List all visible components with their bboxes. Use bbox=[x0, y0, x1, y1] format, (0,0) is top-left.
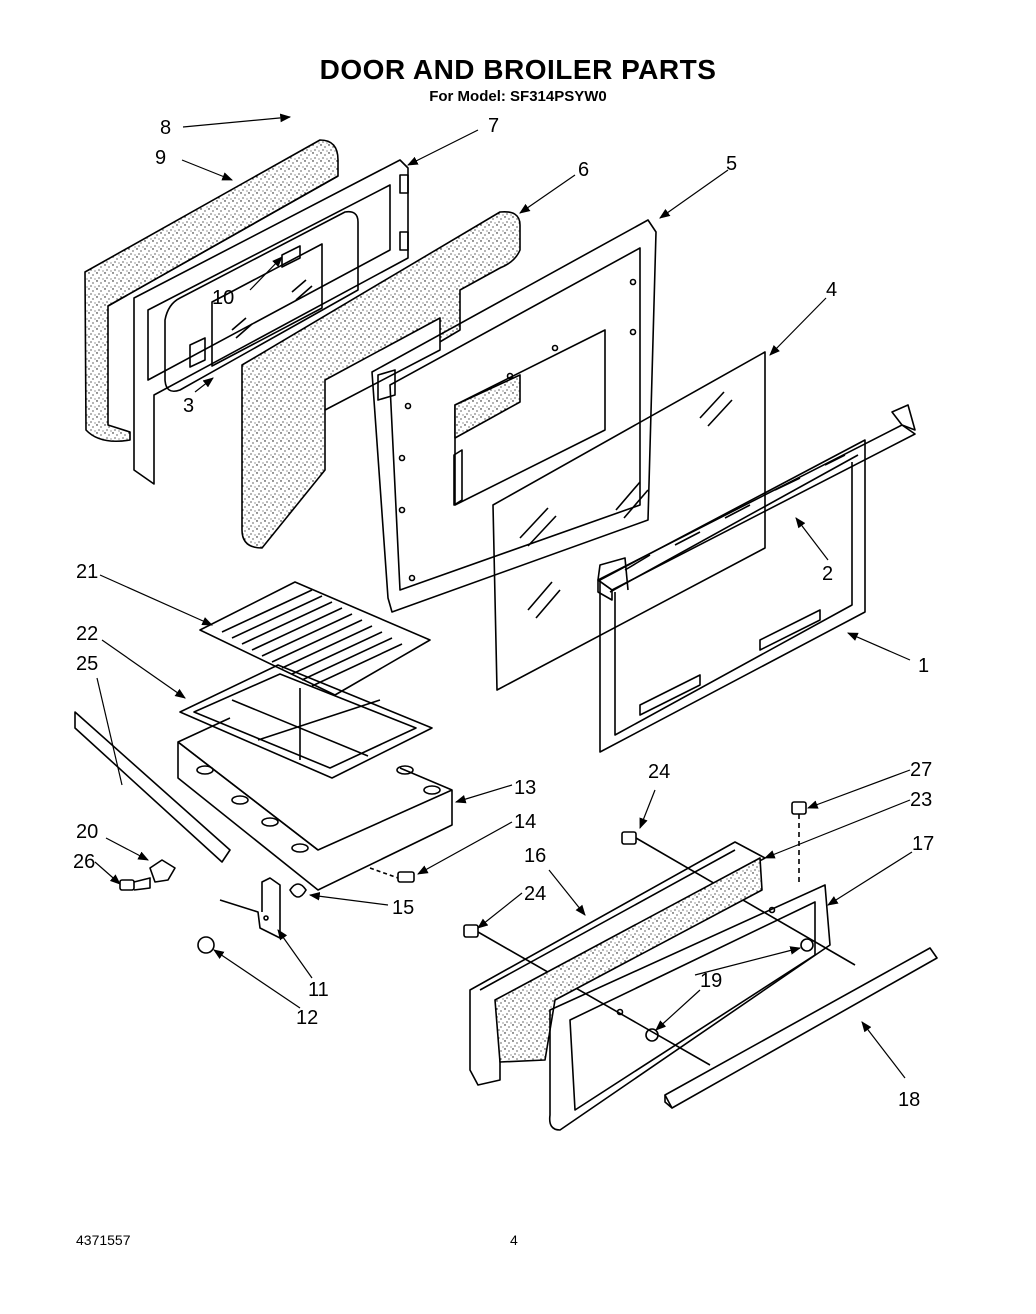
outer-glass-part-4 bbox=[492, 351, 766, 691]
callout-19: 19 bbox=[700, 970, 722, 992]
callout-5: 5 bbox=[726, 153, 737, 175]
callout-17: 17 bbox=[912, 833, 934, 855]
page-number: 4 bbox=[510, 1232, 518, 1248]
clip-part-15 bbox=[289, 883, 307, 898]
callout-12: 12 bbox=[296, 1007, 318, 1029]
callout-6: 6 bbox=[578, 159, 589, 181]
door-frame-part-1 bbox=[599, 439, 866, 753]
callout-14: 14 bbox=[514, 811, 536, 833]
broiler-drawer-part-13 bbox=[177, 717, 453, 891]
door-gasket-part-9 bbox=[84, 139, 339, 443]
callout-3: 3 bbox=[183, 395, 194, 417]
document-number: 4371557 bbox=[76, 1232, 131, 1248]
inner-glass-part-10 bbox=[189, 243, 323, 368]
callout-7: 7 bbox=[488, 115, 499, 137]
rail-part-25 bbox=[74, 711, 231, 863]
screw-part-26 bbox=[119, 877, 151, 891]
screw-part-14 bbox=[369, 867, 415, 883]
trim-strip-part-18 bbox=[664, 947, 938, 1109]
broiler-pan-part-22 bbox=[179, 664, 433, 779]
nut-part-19-upper bbox=[800, 938, 814, 952]
bracket-part-20 bbox=[149, 859, 176, 883]
screw-part-27 bbox=[791, 801, 807, 885]
drawer-insulation-part-23 bbox=[494, 857, 763, 1063]
nut-part-19-lower bbox=[645, 1028, 659, 1042]
broiler-grid-part-21 bbox=[199, 581, 431, 696]
screw-part-24-upper bbox=[621, 831, 856, 966]
callout-21: 21 bbox=[76, 561, 98, 583]
callout-9: 9 bbox=[155, 147, 166, 169]
callout-24-lower: 24 bbox=[524, 883, 546, 905]
callout-23: 23 bbox=[910, 789, 932, 811]
callout-16: 16 bbox=[524, 845, 546, 867]
callout-10: 10 bbox=[212, 287, 234, 309]
inner-door-frame-part-7 bbox=[133, 159, 409, 485]
callout-27: 27 bbox=[910, 759, 932, 781]
callout-20: 20 bbox=[76, 821, 98, 843]
model-subtitle: For Model: SF314PSYW0 bbox=[429, 88, 607, 105]
door-panel-part-5 bbox=[371, 219, 657, 613]
callout-25: 25 bbox=[76, 653, 98, 675]
callout-26: 26 bbox=[73, 851, 95, 873]
page-title: DOOR AND BROILER PARTS bbox=[319, 54, 717, 85]
callout-13: 13 bbox=[514, 777, 536, 799]
callout-24-upper: 24 bbox=[648, 761, 670, 783]
door-insulation-part-6 bbox=[241, 210, 521, 549]
leader-lines bbox=[94, 113, 913, 1079]
door-handle-part-2 bbox=[597, 404, 916, 601]
callout-18: 18 bbox=[898, 1089, 920, 1111]
callout-8: 8 bbox=[160, 117, 171, 139]
callout-4: 4 bbox=[826, 279, 837, 301]
callout-22: 22 bbox=[76, 623, 98, 645]
bracket-part-11 bbox=[219, 877, 281, 939]
callout-1: 1 bbox=[918, 655, 929, 677]
callout-11: 11 bbox=[308, 979, 329, 1001]
screw-part-24-lower bbox=[463, 924, 711, 1066]
drawer-front-panel-part-17 bbox=[548, 884, 831, 1131]
callout-labels: 1 2 3 4 5 6 7 8 9 10 11 12 13 14 15 16 1… bbox=[73, 115, 934, 1111]
bumper-part-12 bbox=[197, 936, 215, 954]
callout-2: 2 bbox=[822, 563, 833, 585]
callout-15: 15 bbox=[392, 897, 414, 919]
